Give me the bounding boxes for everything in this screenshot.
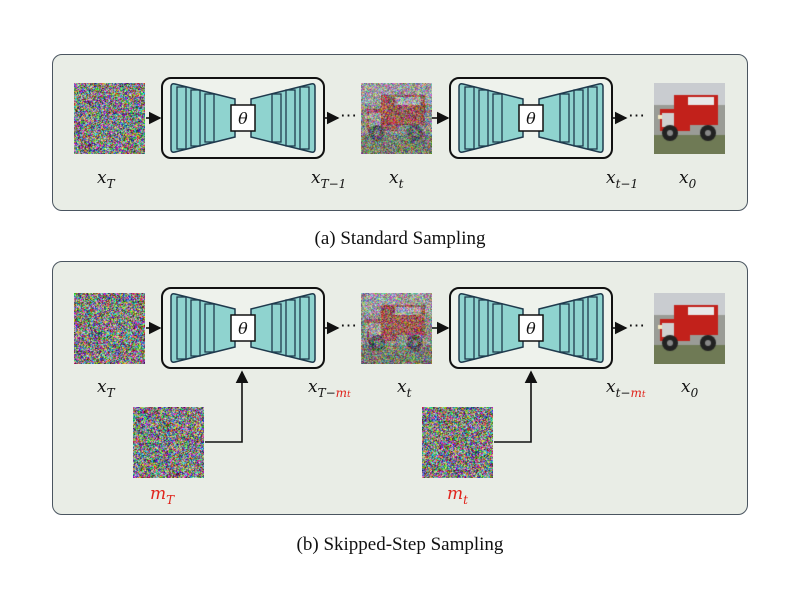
decoder-layer (559, 93, 570, 143)
encoder-layer (204, 93, 215, 143)
noise-image-xT (74, 83, 145, 154)
theta-label: θ (238, 109, 248, 128)
unet-block: θ (161, 77, 325, 159)
label-xT-1: xT−1 (311, 168, 347, 191)
unet-decoder (250, 83, 316, 153)
ellipsis-b2: ⋯ (628, 316, 645, 336)
ellipsis-a1: ⋯ (340, 106, 357, 126)
noise-image-mT (133, 407, 204, 478)
unet-diagram: θ (170, 83, 316, 153)
decoder-layer (587, 296, 598, 360)
decoder-layer (271, 303, 282, 353)
label-xT: xT (97, 168, 115, 191)
label-xT: xT (97, 377, 115, 400)
unet-diagram: θ (170, 293, 316, 363)
noisy-image-xt (361, 293, 432, 364)
label-xT-mt: xT−mt (308, 377, 351, 400)
ellipsis-b1: ⋯ (340, 316, 357, 336)
encoder-layer (190, 89, 201, 147)
decoder-layer (573, 299, 584, 357)
theta-box (230, 314, 256, 342)
theta-box (230, 104, 256, 132)
encoder-layer (204, 303, 215, 353)
noise-image-xT (74, 293, 145, 364)
unet-diagram: θ (458, 293, 604, 363)
label-x0: x0 (679, 168, 697, 191)
decoder-layer (573, 89, 584, 147)
label-xt: xt (397, 377, 412, 400)
unet-encoder (170, 83, 236, 153)
encoder-layer (464, 296, 475, 360)
decoder-layer (299, 296, 310, 360)
encoder-layer (492, 303, 503, 353)
label-xt-mt: xt−mt (606, 377, 646, 400)
encoder-layer (478, 299, 489, 357)
theta-label: θ (526, 109, 536, 128)
decoder-layer (271, 93, 282, 143)
caption-skipped-step-sampling: (b) Skipped-Step Sampling (296, 534, 504, 555)
encoder-layer (478, 89, 489, 147)
encoder-layer (176, 296, 187, 360)
noisy-image-xt (361, 83, 432, 154)
clean-image-x0 (654, 83, 725, 154)
caption-standard-sampling: (a) Standard Sampling (314, 228, 486, 249)
ellipsis-a2: ⋯ (628, 106, 645, 126)
theta-box (518, 314, 544, 342)
encoder-layer (464, 86, 475, 150)
decoder-layer (559, 303, 570, 353)
encoder-layer (190, 299, 201, 357)
label-xt: xt (389, 168, 404, 191)
unet-block: θ (449, 77, 613, 159)
theta-label: θ (526, 319, 536, 338)
decoder-layer (285, 89, 296, 147)
unet-decoder (538, 293, 604, 363)
unet-encoder (458, 293, 524, 363)
unet-encoder (458, 83, 524, 153)
decoder-layer (285, 299, 296, 357)
label-xt-1: xt−1 (606, 168, 639, 191)
decoder-layer (299, 86, 310, 150)
label-x0: x0 (681, 377, 699, 400)
clean-image-x0 (654, 293, 725, 364)
unet-encoder (170, 293, 236, 363)
encoder-layer (176, 86, 187, 150)
theta-label: θ (238, 319, 248, 338)
decoder-layer (587, 86, 598, 150)
unet-decoder (538, 83, 604, 153)
label-mT: mT (150, 484, 175, 507)
theta-box (518, 104, 544, 132)
unet-block: θ (449, 287, 613, 369)
noise-image-mt (422, 407, 493, 478)
label-mt: mt (447, 484, 468, 507)
unet-decoder (250, 293, 316, 363)
unet-diagram: θ (458, 83, 604, 153)
unet-block: θ (161, 287, 325, 369)
encoder-layer (492, 93, 503, 143)
